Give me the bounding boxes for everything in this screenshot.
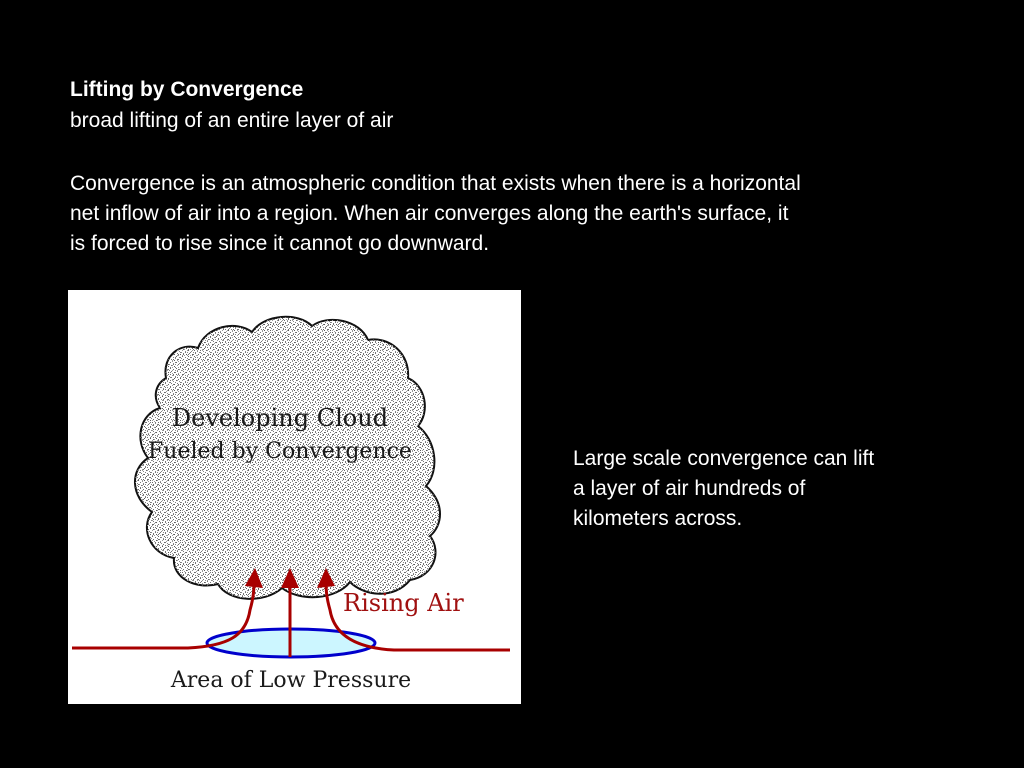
intro-line: is forced to rise since it cannot go dow… [70, 232, 490, 255]
rising-air-label: Rising Air [343, 589, 464, 617]
arrow-heads [245, 568, 335, 588]
side-paragraph: Large scale convergence can lift a layer… [573, 444, 973, 534]
side-line: kilometers across. [573, 507, 743, 530]
arrow-head-center [281, 568, 299, 588]
left-converging-arrow [72, 579, 256, 650]
right-converging-arrow [324, 579, 510, 652]
convergence-diagram: Developing Cloud Fueled by Convergence R… [68, 290, 521, 704]
slide-title: Lifting by Convergence [70, 78, 304, 101]
low-pressure-label: Area of Low Pressure [170, 668, 411, 693]
converging-air-arrows [72, 579, 510, 657]
side-line: a layer of air hundreds of [573, 477, 806, 500]
arrow-head-left [245, 568, 263, 588]
arrow-head-right [317, 568, 335, 588]
slide-subtitle: broad lifting of an entire layer of air [70, 109, 394, 132]
intro-line: net inflow of air into a region. When ai… [70, 202, 789, 225]
convergence-diagram-svg: Developing Cloud Fueled by Convergence R… [72, 315, 510, 693]
cloud-label-line1: Developing Cloud [172, 404, 388, 432]
cloud: Developing Cloud Fueled by Convergence [134, 315, 441, 600]
intro-line: Convergence is an atmospheric condition … [70, 172, 801, 195]
side-line: Large scale convergence can lift [573, 447, 875, 470]
intro-paragraph: Convergence is an atmospheric condition … [70, 169, 970, 259]
cloud-label-line2: Fueled by Convergence [148, 439, 412, 464]
